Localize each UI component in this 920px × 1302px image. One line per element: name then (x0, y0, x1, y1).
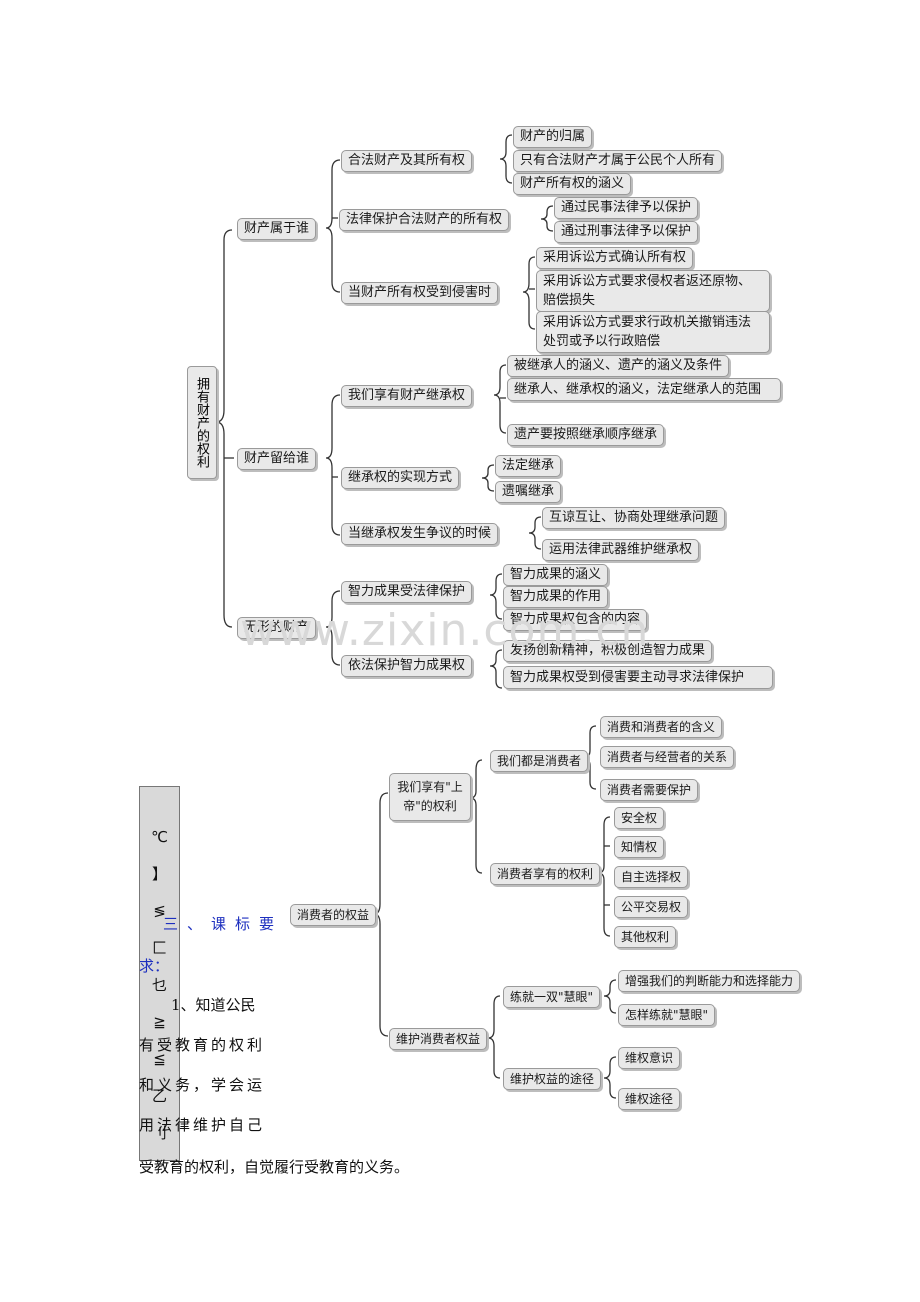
sub-protect-ways: 维护权益的途径 (503, 1068, 602, 1090)
sub-property-infringed: 当财产所有权受到侵害时 (341, 282, 499, 304)
leaf-b3s2-1: 发扬创新精神，积极创造智力成果 (503, 640, 713, 662)
body-line-5: 受教育的权利，自觉履行受教育的义务。 (139, 1158, 410, 1176)
leaf-b2s2-1: 法定继承 (495, 455, 562, 477)
root-node-consumer-rights: 消费者的权益 (290, 904, 377, 926)
leaf-c1s2-3: 自主选择权 (614, 866, 689, 888)
sub-consumer-rights-list: 消费者享有的权利 (490, 863, 601, 885)
section-heading: 三、课标要 (163, 915, 284, 933)
leaf-b2s1-2: 继承人、继承权的涵义，法定继承人的范围 (507, 378, 781, 401)
leaf-b1s1-2: 只有合法财产才属于公民个人所有 (513, 150, 723, 172)
leaf-c1s2-4: 公平交易权 (614, 896, 689, 918)
leaf-b2s1-3: 遗产要按照继承顺序继承 (507, 424, 665, 446)
leaf-b1s1-3: 财产所有权的涵义 (513, 173, 632, 195)
leaf-c2s2-1: 维权意识 (618, 1047, 681, 1069)
watermark: www.zixin.com.cn (240, 605, 650, 656)
leaf-b2s2-2: 遗嘱继承 (495, 481, 562, 503)
vbox-char: 】 (151, 865, 167, 883)
leaf-b3s2-2: 智力成果权受到侵害要主动寻求法律保护 (503, 666, 773, 689)
leaf-c1s2-5: 其他权利 (614, 926, 677, 948)
body-line-2: 有受教育的权利 (139, 1036, 266, 1054)
vbox-char: 匚 (151, 939, 167, 957)
leaf-c2s1-1: 增强我们的判断能力和选择能力 (618, 970, 801, 992)
leaf-b2s3-2: 运用法律武器维护继承权 (542, 539, 700, 561)
leaf-b3s1-1: 智力成果的涵义 (503, 564, 609, 586)
sub-inheritance-way: 继承权的实现方式 (341, 467, 460, 489)
leaf-b1s2-2: 通过刑事法律予以保护 (554, 221, 699, 243)
leaf-b3s1-2: 智力成果的作用 (503, 586, 609, 608)
section-heading-cont: 求： (139, 957, 170, 975)
leaf-c1s1-3: 消费者需要保护 (600, 779, 699, 801)
leaf-b3s1-3: 智力成果权包含的内容 (503, 609, 648, 631)
leaf-c2s2-2: 维权途径 (618, 1088, 681, 1110)
body-line-3: 和义务，学会运 (139, 1076, 266, 1094)
vbox-char: ≶ (153, 902, 166, 920)
sub-legal-protection: 法律保护合法财产的所有权 (339, 209, 510, 231)
leaf-c1s2-1: 安全权 (614, 807, 665, 829)
branch-property-owner: 财产属于谁 (237, 218, 317, 240)
sub-protect-intellectual: 依法保护智力成果权 (341, 655, 473, 677)
leaf-c2s1-2: 怎样练就"慧眼" (618, 1004, 716, 1026)
leaf-b1s3-2: 采用诉讼方式要求侵权者返还原物、赔偿损失 (536, 270, 770, 312)
leaf-c1s2-2: 知情权 (614, 836, 665, 858)
sub-legal-property: 合法财产及其所有权 (341, 150, 473, 172)
sub-intellectual-protected: 智力成果受法律保护 (341, 581, 473, 603)
body-line-4: 用法律维护自己 (139, 1116, 266, 1134)
vbox-char: 乜 (151, 976, 167, 994)
body-line-1: 1、知道公民 (171, 996, 256, 1014)
vertical-textbox: ℃ 】 ≶ 匚 乜 ≧ ≦ 乙 刂 (139, 786, 180, 1161)
sub-inheritance-right: 我们享有财产继承权 (341, 385, 473, 407)
sub-sharp-eyes: 练就一双"慧眼" (503, 986, 601, 1008)
vbox-char: 刂 (151, 1124, 167, 1142)
vbox-char: ≧ (153, 1013, 166, 1031)
leaf-b1s1-1: 财产的归属 (513, 126, 593, 148)
sub-all-consumers: 我们都是消费者 (490, 750, 589, 772)
leaf-b1s2-1: 通过民事法律予以保护 (554, 197, 699, 219)
vbox-char: ≦ (153, 1050, 166, 1068)
leaf-c1s1-2: 消费者与经营者的关系 (600, 746, 735, 768)
branch-property-inherit: 财产留给谁 (237, 448, 317, 470)
branch-god-rights: 我们享有"上帝"的权利 (389, 773, 471, 821)
leaf-b1s3-1: 采用诉讼方式确认所有权 (536, 247, 694, 269)
leaf-b2s1-1: 被继承人的涵义、遗产的涵义及条件 (507, 355, 730, 377)
sub-inheritance-dispute: 当继承权发生争议的时候 (341, 523, 499, 545)
leaf-c1s1-1: 消费和消费者的含义 (600, 716, 723, 738)
branch-intangible-property: 无形的财产 (237, 617, 317, 639)
vbox-char: 乙 (151, 1087, 167, 1105)
vbox-char: ℃ (151, 828, 168, 846)
leaf-b1s3-3: 采用诉讼方式要求行政机关撤销违法处罚或予以行政赔偿 (536, 311, 770, 353)
root-node-property-rights: 拥有财产的权利 (187, 366, 217, 479)
branch-protect-consumer: 维护消费者权益 (389, 1028, 488, 1050)
leaf-b2s3-1: 互谅互让、协商处理继承问题 (542, 507, 726, 529)
